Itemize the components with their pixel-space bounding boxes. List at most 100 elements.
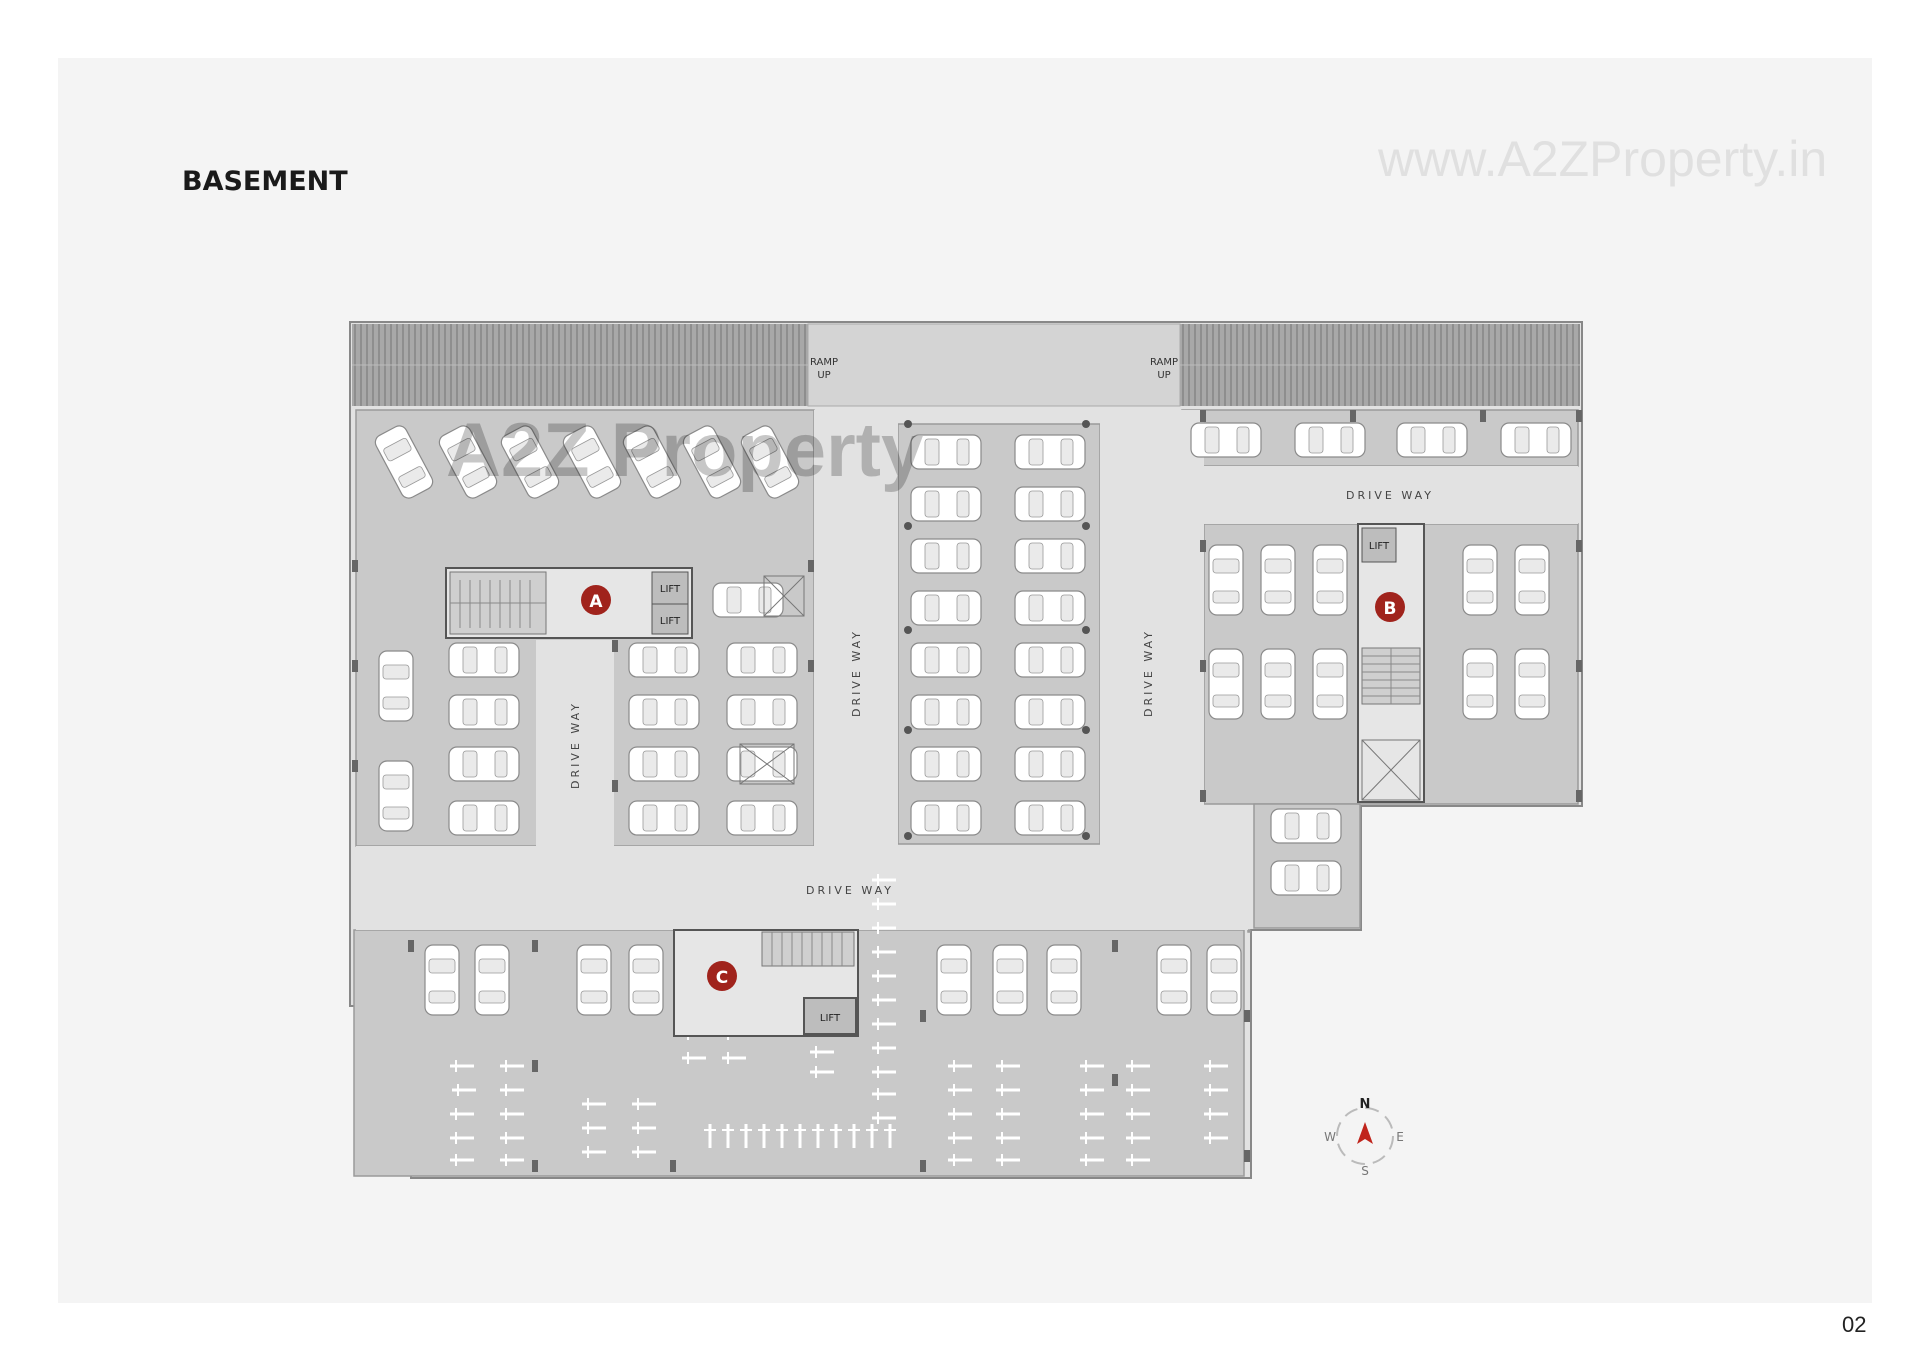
car-slot (992, 944, 1028, 1016)
bike-slot (500, 1154, 524, 1166)
compass-rose: N S E W (1324, 1097, 1404, 1178)
structural-column (904, 832, 912, 840)
bike-slot (1204, 1060, 1228, 1072)
car-slot (628, 642, 700, 678)
car-slot (910, 642, 982, 678)
car-parking-slots (374, 422, 1572, 1016)
structural-column (1244, 1010, 1250, 1022)
bike-slot (872, 1018, 896, 1030)
bike-slot (450, 1108, 474, 1120)
bike-slot (500, 1084, 524, 1096)
car-slot (1208, 544, 1244, 616)
bike-slot (872, 946, 896, 958)
structural-column (1082, 522, 1090, 530)
structural-column (808, 560, 814, 572)
car-slot (1014, 800, 1086, 836)
core-a-marker: A (589, 592, 603, 612)
car-slot (378, 650, 414, 722)
bike-slot (1080, 1154, 1104, 1166)
structural-column (808, 660, 814, 672)
car-slot (1396, 422, 1468, 458)
page-number: 02 (1842, 1312, 1867, 1337)
bike-slot (632, 1146, 656, 1158)
driveway-label-bottom: DRIVE WAY (806, 884, 894, 897)
bike-slot (1080, 1060, 1104, 1072)
bike-slot (632, 1122, 656, 1134)
bike-slot (1126, 1084, 1150, 1096)
car-slot (1312, 544, 1348, 616)
structural-column (904, 522, 912, 530)
car-slot (712, 582, 784, 618)
structural-column (904, 726, 912, 734)
car-slot (682, 425, 742, 499)
core-b: LIFT B (1357, 523, 1425, 803)
bike-slot (872, 1112, 896, 1124)
car-slot (562, 425, 622, 499)
structural-column (1576, 540, 1582, 552)
bike-slot (948, 1060, 972, 1072)
bike-slot (996, 1108, 1020, 1120)
bike-slot (682, 1052, 706, 1064)
watermark-logo: A2Z Property (446, 408, 923, 493)
bike-slot (948, 1084, 972, 1096)
driveway-left-strip (536, 640, 614, 846)
structural-column (1082, 832, 1090, 840)
car-slot (726, 746, 798, 782)
structural-column (1112, 1074, 1118, 1086)
bike-slot (866, 1124, 878, 1148)
bike-slot (1204, 1108, 1228, 1120)
structural-column (1112, 940, 1118, 952)
car-slot (448, 746, 520, 782)
car-slot (910, 590, 982, 626)
car-slot (1260, 544, 1296, 616)
structural-column (612, 780, 618, 792)
bike-slot (996, 1154, 1020, 1166)
structural-column (904, 626, 912, 634)
structural-column (352, 760, 358, 772)
car-slot (1014, 642, 1086, 678)
bike-slot (450, 1154, 474, 1166)
car-slot (910, 694, 982, 730)
bike-slot (872, 970, 896, 982)
bike-slot (1126, 1132, 1150, 1144)
structural-column (1200, 790, 1206, 802)
core-a-lift-2-label: LIFT (660, 616, 681, 627)
structural-column (1350, 410, 1356, 422)
page-title: BASEMENT (182, 166, 348, 197)
bike-slot (948, 1132, 972, 1144)
bike-slot (1080, 1132, 1104, 1144)
bike-slot (1126, 1060, 1150, 1072)
bike-slot (848, 1124, 860, 1148)
structural-column (1576, 790, 1582, 802)
car-slot (1514, 648, 1550, 720)
bike-slot (872, 874, 896, 886)
bike-slot (830, 1124, 842, 1148)
structural-column (670, 1160, 676, 1172)
bike-slot (722, 1124, 734, 1148)
driveway-label-middle: DRIVE WAY (850, 629, 863, 717)
structural-column (532, 940, 538, 952)
bike-slot (1126, 1108, 1150, 1120)
structural-column (612, 640, 618, 652)
core-b-marker: B (1384, 599, 1397, 619)
car-slot (1014, 590, 1086, 626)
driveway-label-left: DRIVE WAY (569, 701, 582, 789)
bike-slot (810, 1046, 834, 1058)
structural-column (1200, 540, 1206, 552)
bike-slot (794, 1124, 806, 1148)
bike-slot (450, 1060, 474, 1072)
bike-slot (812, 1124, 824, 1148)
car-slot (438, 425, 498, 499)
core-c-marker: C (716, 968, 728, 988)
structural-column (532, 1060, 538, 1072)
car-slot (1312, 648, 1348, 720)
bike-slot (948, 1154, 972, 1166)
structural-column (1200, 660, 1206, 672)
car-slot (628, 746, 700, 782)
bike-slot (632, 1098, 656, 1110)
structural-column (1576, 410, 1582, 422)
car-slot (576, 944, 612, 1016)
